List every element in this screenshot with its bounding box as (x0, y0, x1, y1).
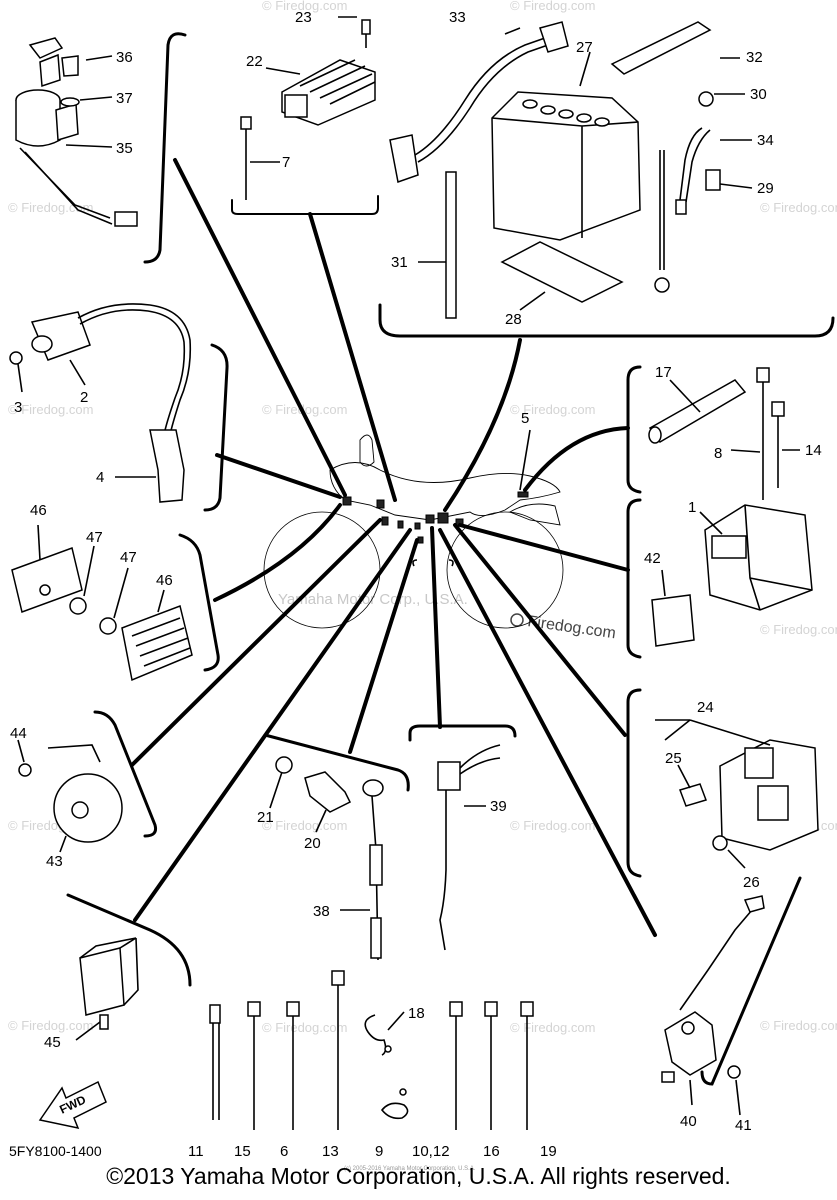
watermark: © Firedog.com (262, 818, 347, 833)
callout-15: 15 (234, 1143, 251, 1160)
callout-28: 28 (505, 311, 522, 328)
callout-13: 13 (322, 1143, 339, 1160)
watermark: © Firedog.com (510, 0, 595, 13)
callout-45: 45 (44, 1034, 61, 1051)
callout-38: 38 (313, 903, 330, 920)
watermark: © Firedog.com (760, 622, 837, 637)
rectifier-regulator (240, 16, 376, 200)
hose-and-bands (648, 367, 800, 500)
callout-20: 20 (304, 835, 321, 852)
callout-16: 16 (483, 1143, 500, 1160)
flasher-relay (75, 937, 139, 1041)
callout-44: 44 (10, 725, 27, 742)
callout-2: 2 (80, 389, 88, 406)
callout-24: 24 (697, 699, 714, 716)
watermark: © Firedog.com (8, 402, 93, 417)
callout-1: 1 (688, 499, 696, 516)
callout-10-12: 10,12 (412, 1143, 450, 1160)
callout-39: 39 (490, 798, 507, 815)
brackets (66, 32, 835, 1086)
callout-27: 27 (576, 39, 593, 56)
callout-17: 17 (655, 364, 672, 381)
leader-lines (130, 158, 657, 937)
callout-42: 42 (644, 550, 661, 567)
watermark: © Firedog.com (8, 1018, 93, 1033)
callout-37: 37 (116, 90, 133, 107)
horn-assembly (17, 739, 123, 853)
callout-29: 29 (757, 180, 774, 197)
callout-22: 22 (246, 53, 263, 70)
callout-23: 23 (295, 9, 312, 26)
callout-8: 8 (714, 445, 722, 462)
callout-7: 7 (282, 154, 290, 171)
callout-32: 32 (746, 49, 763, 66)
fwd-arrow-icon: FWD (38, 1080, 107, 1130)
callout-46-left: 46 (30, 502, 47, 519)
battery-assembly (389, 21, 753, 319)
callout-3: 3 (14, 399, 22, 416)
watermark: © Firedog.com (760, 200, 837, 215)
cable-bands (209, 970, 534, 1130)
callout-36: 36 (116, 49, 133, 66)
watermark: © Firedog.com (510, 818, 595, 833)
callout-21: 21 (257, 809, 274, 826)
watermark: © Firedog.com (262, 0, 347, 13)
brake-switch-lead (437, 744, 501, 951)
callout-33: 33 (449, 9, 466, 26)
callout-43: 43 (46, 853, 63, 870)
ignition-coil-assembly (9, 303, 192, 503)
starter-relay-assembly (655, 719, 819, 869)
callout-19: 19 (540, 1143, 557, 1160)
watermark: © Firedog.com (760, 1018, 837, 1033)
callout-46-right: 46 (156, 572, 173, 589)
callout-47-left: 47 (86, 529, 103, 546)
main-switch-assembly (15, 37, 138, 227)
callout-25: 25 (665, 750, 682, 767)
callout-6: 6 (280, 1143, 288, 1160)
callout-18: 18 (408, 1005, 425, 1022)
watermark: © Firedog.com (262, 402, 347, 417)
callout-9: 9 (375, 1143, 383, 1160)
callout-4: 4 (96, 469, 104, 486)
neutral-switch-assembly (269, 756, 384, 961)
callout-5: 5 (521, 410, 529, 427)
callout-41: 41 (735, 1117, 752, 1134)
callout-30: 30 (750, 86, 767, 103)
callout-31: 31 (391, 254, 408, 271)
watermark: © Firedog.com (510, 402, 595, 417)
callout-47-right: 47 (120, 549, 137, 566)
center-watermark: Yamaha Motor Corp., U.S.A. (278, 591, 468, 608)
catalog-code: 5FY8100-1400 (9, 1143, 102, 1159)
reflector-assembly (11, 524, 193, 682)
tiny-copyright: (c) 2005-2016 Yamaha Motor Corporation, … (344, 1166, 476, 1172)
watermark: © Firedog.com (262, 1020, 347, 1035)
callout-35: 35 (116, 140, 133, 157)
callout-40: 40 (680, 1113, 697, 1130)
sensor-assembly (661, 895, 765, 1116)
cdi-unit (651, 504, 813, 647)
firedog-logo-watermark: Firedog.com (510, 613, 617, 642)
callout-14: 14 (805, 442, 822, 459)
callout-11: 11 (188, 1143, 204, 1160)
watermark: © Firedog.com (510, 1020, 595, 1035)
callout-26: 26 (743, 874, 760, 891)
callout-34: 34 (757, 132, 774, 149)
copyright-footer: ©2013 Yamaha Motor Corporation, U.S.A. A… (106, 1163, 731, 1189)
motorcycle-outline (263, 434, 564, 629)
